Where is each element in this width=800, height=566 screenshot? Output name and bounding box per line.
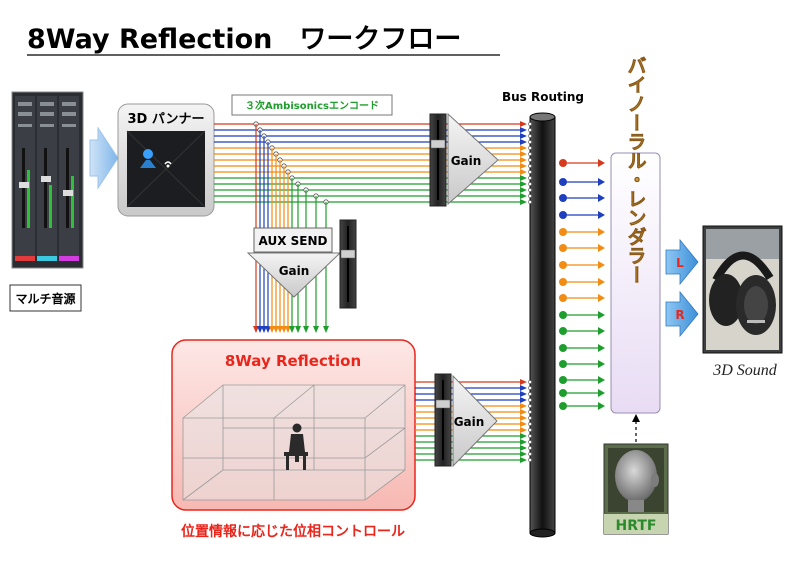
aux-fader[interactable] <box>339 219 357 309</box>
right-channel-label: R <box>675 308 684 322</box>
hrtf-label: HRTF <box>616 518 657 534</box>
hrtf-block: HRTF <box>603 443 669 535</box>
phase-control-label: 位置情報に応じた位相コントロール <box>181 523 405 540</box>
bus-output-lines <box>563 162 600 407</box>
binaural-renderer-box: バイノーラル・レンダラー <box>610 55 661 414</box>
binaural-renderer-label: バイノーラル・レンダラー <box>625 56 647 284</box>
seated-listener-icon <box>284 423 308 470</box>
headphones-photo <box>702 225 783 354</box>
aux-gain-label: Gain <box>279 264 310 278</box>
flow-arrow-icon <box>89 126 119 190</box>
upper-gain-triangle <box>447 112 499 206</box>
upper-gain-block: Gain <box>429 112 499 207</box>
ambisonics-label: ３次Ambisonicsエンコード <box>231 94 393 116</box>
aux-tap-points <box>253 121 329 205</box>
dummy-head-photo <box>615 450 659 512</box>
reflection-label: 8Way Reflection <box>225 352 361 370</box>
hrtf-arrowhead <box>632 414 640 422</box>
right-channel-arrow: R <box>665 290 699 338</box>
panner-speaker-icon <box>140 149 172 168</box>
bus-output-nodes <box>559 159 605 410</box>
upper-gain-arrowheads <box>520 121 527 205</box>
lower-gain-triangle <box>452 374 498 468</box>
bus-input-dots <box>528 122 532 462</box>
aux-arrowheads <box>253 326 329 333</box>
lower-gain-label: Gain <box>454 415 485 429</box>
sound-3d-label: 3D Sound <box>712 362 778 379</box>
lower-gain-block: Gain <box>434 373 498 468</box>
bus-bar <box>529 112 556 538</box>
aux-send-label: AUX SEND <box>259 234 328 248</box>
panner-box: 3D パンナー <box>117 103 215 217</box>
panner-label: 3D パンナー <box>127 112 204 127</box>
multi-source-label: マルチ音源 <box>9 284 82 312</box>
left-channel-label: L <box>676 256 684 270</box>
aux-send-lines <box>255 124 327 330</box>
mixer-console-icon <box>11 91 84 269</box>
page-title: 8Way Reflection ワークフロー <box>27 24 461 55</box>
svg-text:３次Ambisonicsエンコード: ３次Ambisonicsエンコード <box>245 99 379 112</box>
upper-gain-label: Gain <box>451 154 482 168</box>
aux-gain-triangle <box>246 252 342 298</box>
bus-routing-label: Bus Routing <box>502 90 584 104</box>
left-channel-arrow: L <box>665 238 699 286</box>
svg-text:マルチ音源: マルチ音源 <box>15 291 75 306</box>
reflection-box: 8Way Reflection <box>171 339 416 511</box>
lower-gain-arrowheads <box>520 379 527 463</box>
aux-send-block: AUX SEND Gain <box>246 227 342 298</box>
